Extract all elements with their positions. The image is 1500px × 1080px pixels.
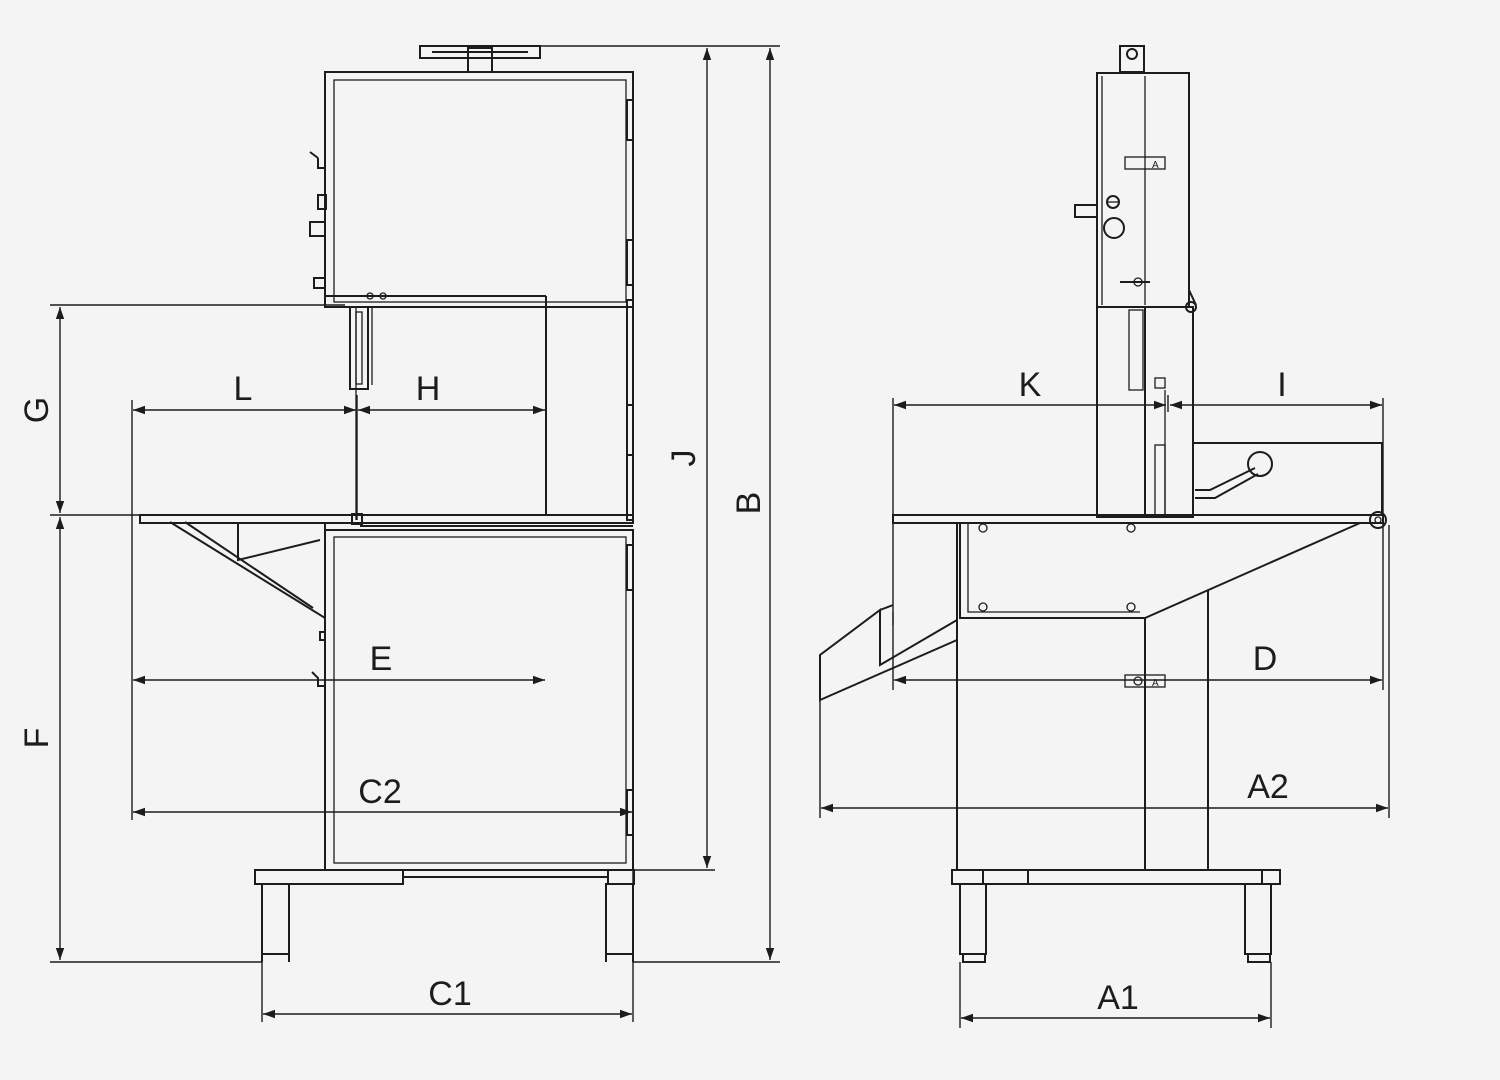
upper-latch-mark: A [1152, 160, 1159, 171]
discharge-chute [819, 604, 958, 702]
lower-cabinet [311, 529, 634, 871]
dim-label-H: H [416, 370, 441, 408]
front-view [139, 45, 635, 962]
dim-label-L: L [234, 370, 253, 408]
dim-label-G: G [18, 397, 56, 423]
dim-label-B: B [730, 492, 768, 515]
neck-column [1096, 306, 1194, 518]
dim-label-F: F [18, 728, 56, 749]
dim-label-A2: A2 [1247, 768, 1289, 806]
tension-handle [419, 45, 541, 73]
dim-label-A1: A1 [1097, 979, 1139, 1017]
side-base [951, 869, 1281, 963]
front-dimensions: G F L H E C2 C1 J B [18, 45, 780, 1022]
dim-label-D: D [1253, 640, 1278, 678]
dim-label-J: J [665, 450, 703, 467]
dim-label-I: I [1277, 366, 1286, 404]
side-table [892, 511, 1387, 529]
side-body: A [956, 522, 1361, 870]
dim-label-C2: C2 [358, 773, 401, 811]
blade-guide [325, 295, 547, 520]
side-dimensions: K I D A2 A1 [819, 366, 1390, 1028]
side-view: A [819, 45, 1387, 963]
dim-label-K: K [1019, 366, 1042, 404]
upper-head: A [1074, 72, 1197, 313]
dim-label-E: E [370, 640, 393, 678]
base-frame [254, 869, 635, 962]
upper-cabinet [309, 71, 634, 308]
dim-label-C1: C1 [428, 975, 471, 1013]
feed-arm [1192, 442, 1383, 516]
